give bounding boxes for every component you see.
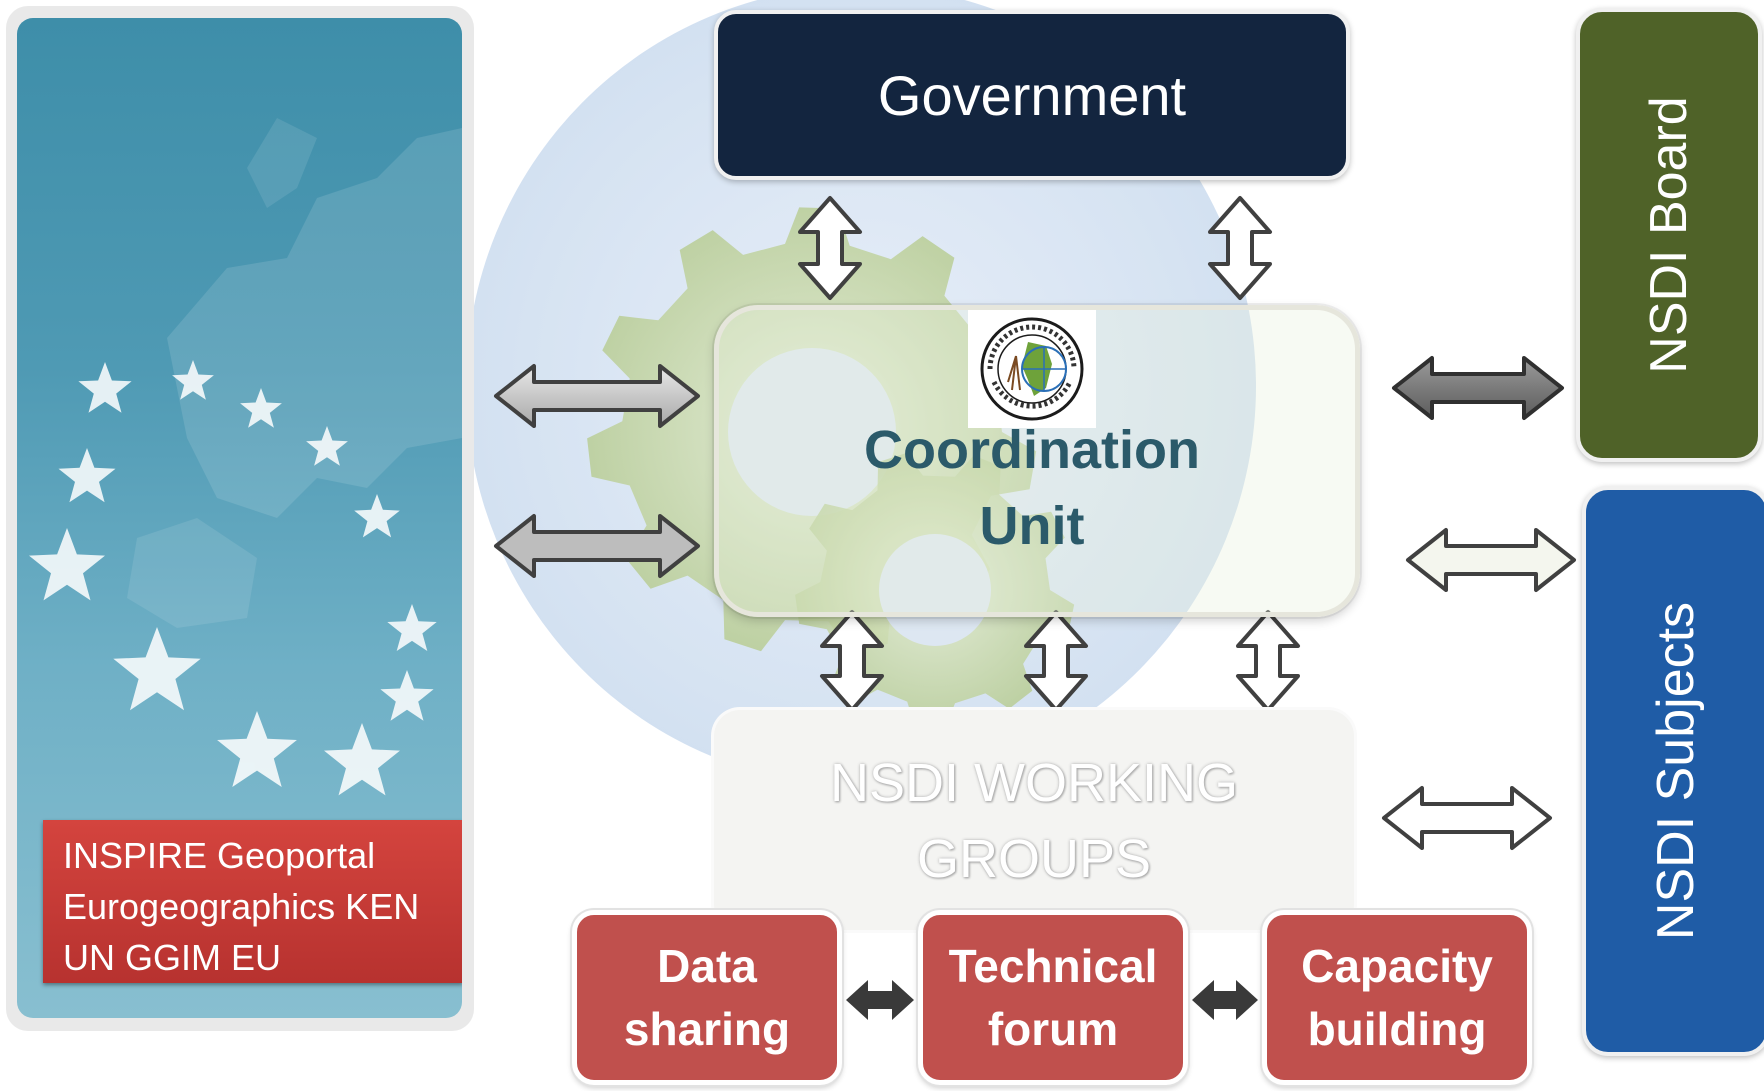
eu-star-icon bbox=[324, 723, 400, 796]
coordination-board-arrow bbox=[1392, 356, 1564, 420]
technical-forum-line-1: Technical bbox=[948, 939, 1158, 992]
capacity-building-line-1: Capacity bbox=[1301, 939, 1493, 992]
coordination-subjects-arrow bbox=[1406, 528, 1576, 592]
gov-coordination-arrow-right bbox=[1208, 196, 1272, 300]
eu-star-icon bbox=[306, 426, 348, 466]
europe-coordination-arrow-top bbox=[494, 364, 700, 428]
eu-star-icon bbox=[354, 494, 400, 538]
coordination-unit-title: Coordination Unit bbox=[714, 412, 1350, 564]
nsdi-subjects-box: NSDI Subjects bbox=[1582, 486, 1764, 1056]
europe-panel: INSPIRE Geoportal Eurogeographics KEN UN… bbox=[6, 6, 474, 1031]
capacity-building-box: Capacity building bbox=[1262, 910, 1532, 1085]
groups-subjects-arrow bbox=[1382, 786, 1552, 850]
card-line-inspire: INSPIRE Geoportal bbox=[63, 835, 376, 876]
forum-capacity-arrow bbox=[1192, 980, 1258, 1020]
eu-star-icon bbox=[78, 362, 132, 413]
eu-star-icon bbox=[240, 388, 282, 428]
working-groups-line-1: NSDI WORKING bbox=[829, 753, 1238, 813]
technical-forum-box: Technical forum bbox=[918, 910, 1188, 1085]
data-sharing-line-1: Data bbox=[657, 939, 757, 992]
government-label: Government bbox=[877, 63, 1187, 127]
working-groups-box bbox=[714, 710, 1354, 930]
eu-star-icon bbox=[29, 528, 105, 601]
eu-star-icon bbox=[113, 627, 201, 711]
agency-logo-icon bbox=[968, 310, 1096, 428]
eu-star-icon bbox=[387, 604, 437, 651]
card-line-un-ggim: UN GGIM EU bbox=[63, 937, 282, 978]
europe-coordination-arrow-bottom bbox=[494, 514, 700, 578]
coordination-line-2: Unit bbox=[979, 496, 1085, 556]
nsdi-board-box: NSDI Board bbox=[1576, 8, 1762, 462]
capacity-building-line-2: building bbox=[1307, 1002, 1487, 1055]
sharing-forum-arrow bbox=[846, 980, 914, 1020]
eu-star-icon bbox=[217, 711, 297, 787]
data-sharing-box: Data sharing bbox=[572, 910, 842, 1085]
eu-star-icon bbox=[172, 360, 214, 400]
coordination-line-1: Coordination bbox=[864, 420, 1200, 480]
data-sharing-line-2: sharing bbox=[623, 1002, 791, 1055]
international-links-card: INSPIRE Geoportal Eurogeographics KEN UN… bbox=[43, 820, 462, 983]
technical-forum-line-2: forum bbox=[987, 1002, 1119, 1055]
europe-map-icon: INSPIRE Geoportal Eurogeographics KEN UN… bbox=[17, 18, 462, 1018]
card-line-eurogeographics: Eurogeographics KEN bbox=[63, 886, 420, 927]
government-box: Government bbox=[714, 10, 1350, 180]
eu-stars-icon bbox=[29, 118, 462, 796]
gov-coordination-arrow-left bbox=[798, 196, 862, 300]
working-groups-line-2: GROUPS bbox=[916, 829, 1152, 889]
eu-star-icon bbox=[380, 670, 434, 721]
working-groups-title: NSDI WORKING GROUPS bbox=[714, 745, 1354, 897]
eu-star-icon bbox=[58, 448, 116, 503]
